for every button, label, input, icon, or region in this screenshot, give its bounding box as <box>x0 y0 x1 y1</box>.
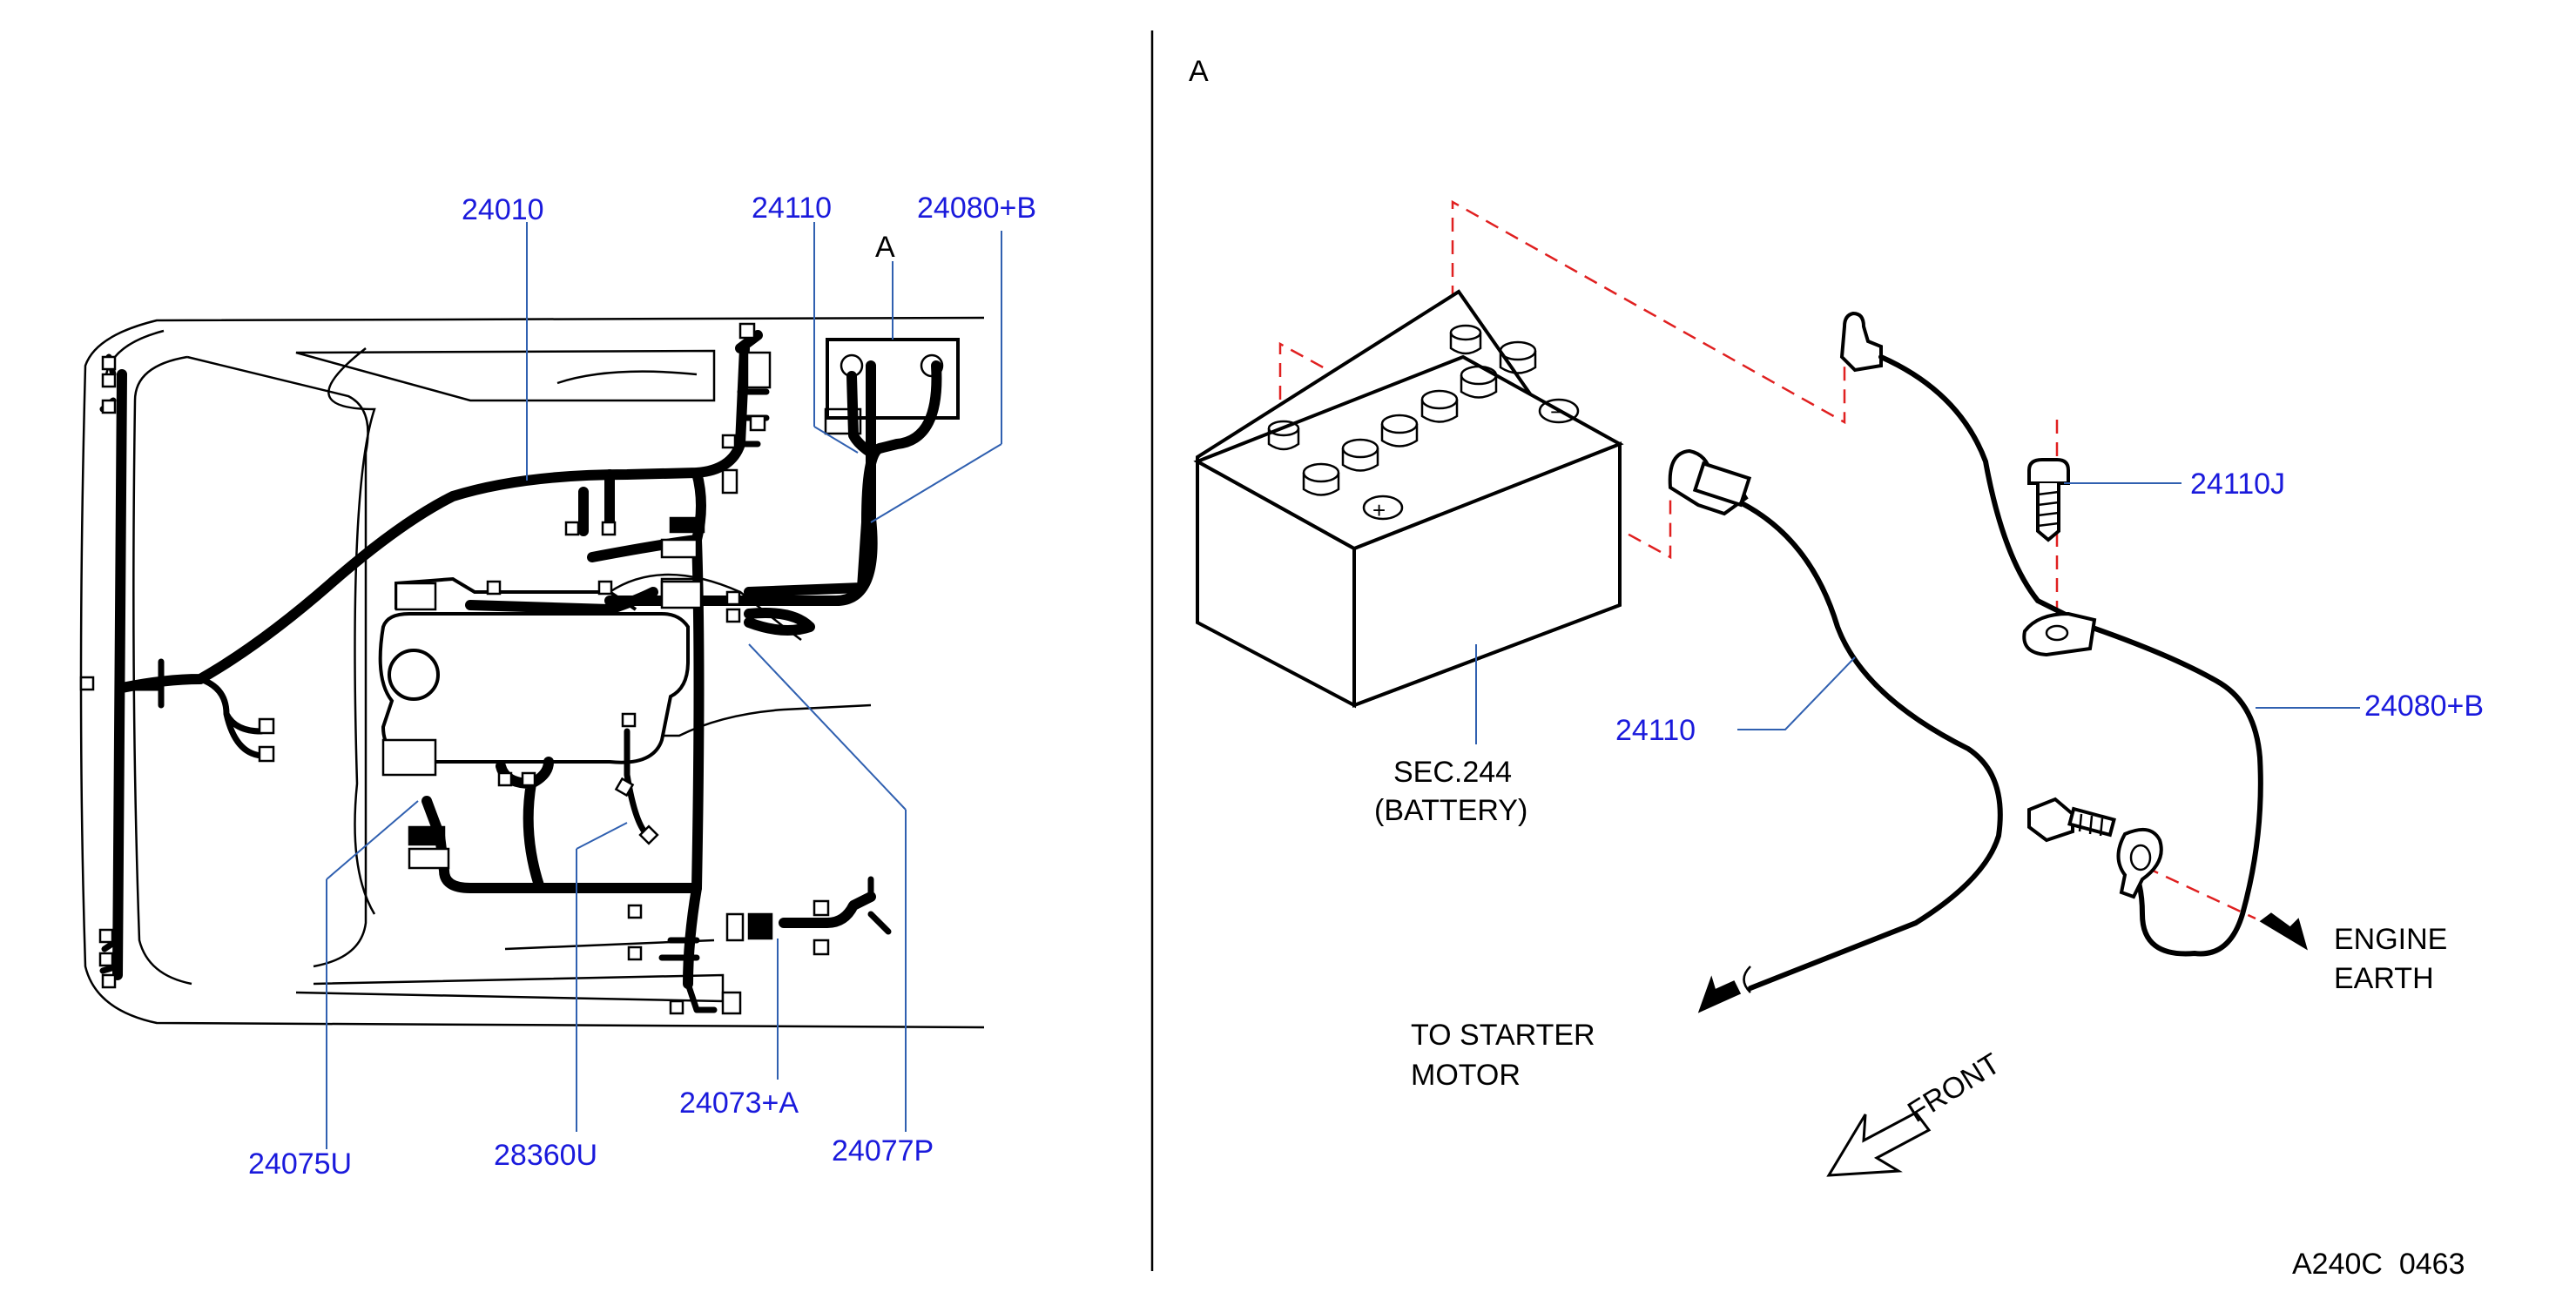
positive-terminal-mark: + <box>1372 497 1386 523</box>
left-leader-lines <box>326 222 1002 1149</box>
label-24077p: 24077P <box>832 1134 934 1168</box>
right-leader-lines <box>1475 482 2360 744</box>
battery-cables <box>1668 311 2263 993</box>
to-starter-arrow-icon <box>1697 975 1742 1013</box>
wiring-harness <box>79 322 960 1015</box>
engine-earth-label-line2: EARTH <box>2334 962 2434 995</box>
diagram-reference-code: A240C 0463 <box>2292 1248 2465 1281</box>
battery-illustration: + − <box>1193 289 1624 709</box>
label-24010: 24010 <box>462 193 544 226</box>
starter-motor-label-line2: MOTOR <box>1411 1059 1521 1092</box>
label-24110-right: 24110 <box>1615 714 1696 747</box>
front-arrow-icon <box>1826 1111 1932 1177</box>
starter-motor-label-line1: TO STARTER <box>1411 1019 1595 1052</box>
label-24080b-right: 24080+B <box>2364 690 2484 723</box>
engine-earth-arrow-icon <box>2259 912 2308 951</box>
battery-section-label: SEC.244 <box>1393 756 1512 789</box>
negative-terminal-mark: − <box>1550 399 1563 425</box>
label-24073a: 24073+A <box>679 1087 799 1120</box>
label-24110j: 24110J <box>2190 468 2285 501</box>
label-24080b-left: 24080+B <box>917 192 1036 225</box>
label-24075u: 24075U <box>248 1147 352 1181</box>
label-detail-a: A <box>875 231 895 264</box>
engine-earth-label-line1: ENGINE <box>2334 923 2447 956</box>
label-24110-left: 24110 <box>752 192 832 225</box>
battery-name-label: (BATTERY) <box>1374 794 1527 827</box>
front-direction-label: FRONT <box>1902 1047 2006 1129</box>
label-28360u: 28360U <box>494 1139 597 1172</box>
detail-a-title: A <box>1189 55 1209 88</box>
